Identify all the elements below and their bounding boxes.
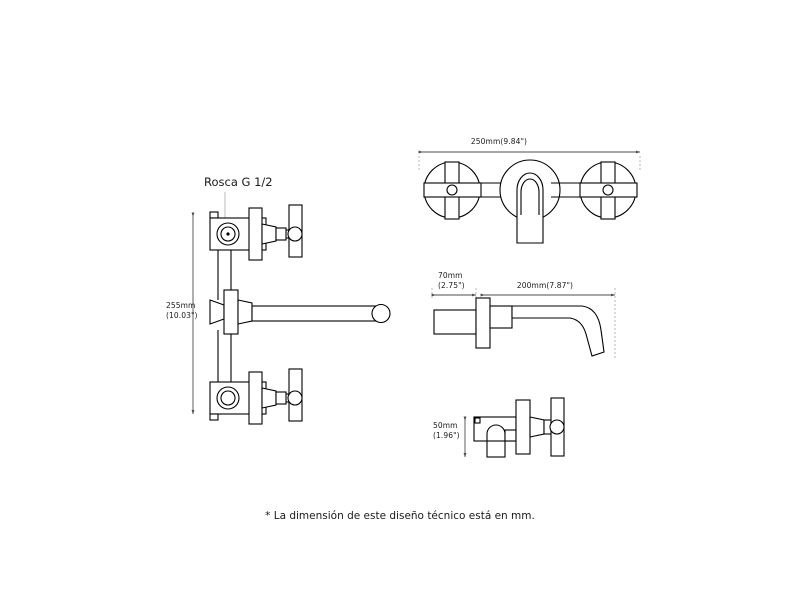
side-spout-inlet-block [433, 309, 477, 335]
view-valve-detail: 50mm (1.96") [433, 397, 565, 458]
valve-top-stem-taper [261, 223, 277, 245]
front-handle-right [579, 161, 638, 220]
side-spout-flange [475, 297, 491, 349]
dimension-height-255mm: 255mm (10.03") [166, 212, 198, 415]
valve-detail-outlet-stem [486, 440, 506, 458]
spout-flange [223, 289, 239, 335]
valve-top-inlet-center [226, 232, 230, 236]
valve-top-flange [248, 207, 263, 261]
dimension-valve-inch: (1.96") [433, 431, 460, 440]
drawing-footnote: * La dimensión de este diseño técnico es… [265, 510, 535, 522]
front-arm-right [551, 182, 582, 198]
valve-top-handle-hub [287, 226, 303, 242]
dimension-height-mm: 255mm [166, 301, 195, 310]
valve-top-mount-tab [209, 211, 219, 219]
side-spout-collar [489, 305, 513, 329]
front-spout-inner-contour [520, 178, 540, 215]
dimension-valve-mm: 50mm [433, 421, 458, 430]
valve-top-stem [275, 227, 287, 241]
dimension-width-value: 250mm(9.84") [471, 137, 527, 146]
spout-tip [371, 303, 391, 324]
front-handle-left-hub [446, 184, 458, 196]
valve-detail-stem-taper [529, 416, 545, 438]
dimension-width-250mm: 250mm(9.84") [418, 137, 641, 170]
valve-bottom-mount-tab [209, 413, 219, 421]
front-spout-center [499, 159, 561, 244]
valve-detail-body-lower [504, 429, 517, 442]
valve-detail-handle-hub [549, 419, 565, 435]
view-side-spout: 70mm (2.75") 200mm(7.87") [431, 271, 616, 360]
dimension-reach-value: 200mm(7.87") [517, 281, 573, 290]
dimension-height-inch: (10.03") [166, 311, 198, 320]
dimension-reach-200mm: 200mm(7.87") [480, 281, 616, 360]
valve-bottom-flange [248, 371, 263, 425]
front-handle-left [423, 161, 482, 220]
dimension-flange-inch: (2.75") [438, 281, 465, 290]
side-spout-geometry [433, 297, 605, 357]
dimension-valve-50mm: 50mm (1.96") [433, 416, 467, 458]
dimension-flange-mm: 70mm [438, 271, 463, 280]
valve-assembly-top [209, 204, 303, 261]
front-spout-body [516, 172, 544, 244]
valve-detail-outlet-dome [486, 424, 506, 442]
view-front-elevation: 250mm(9.84") [418, 137, 641, 244]
valve-detail-flange [515, 399, 531, 455]
valve-detail-corner-notch [474, 417, 481, 424]
valve-bottom-stem [275, 391, 287, 405]
spout-neck-taper [237, 299, 253, 325]
riser-pipes [217, 250, 232, 382]
thread-callout-label: Rosca G 1/2 [204, 175, 273, 189]
valve-detail-geometry [473, 397, 565, 458]
spout-tube [251, 305, 381, 322]
front-handle-right-hub [602, 184, 614, 196]
spout-assembly-center [209, 289, 391, 335]
side-spout-curved-tube [511, 305, 605, 357]
valve-bottom-stem-taper [261, 387, 277, 409]
valve-assembly-bottom [209, 368, 303, 425]
view-left-elevation: Rosca G 1/2 255mm (10.03") [166, 175, 391, 425]
valve-bottom-inlet-mid-ring [220, 390, 236, 406]
valve-bottom-handle-hub [287, 390, 303, 406]
